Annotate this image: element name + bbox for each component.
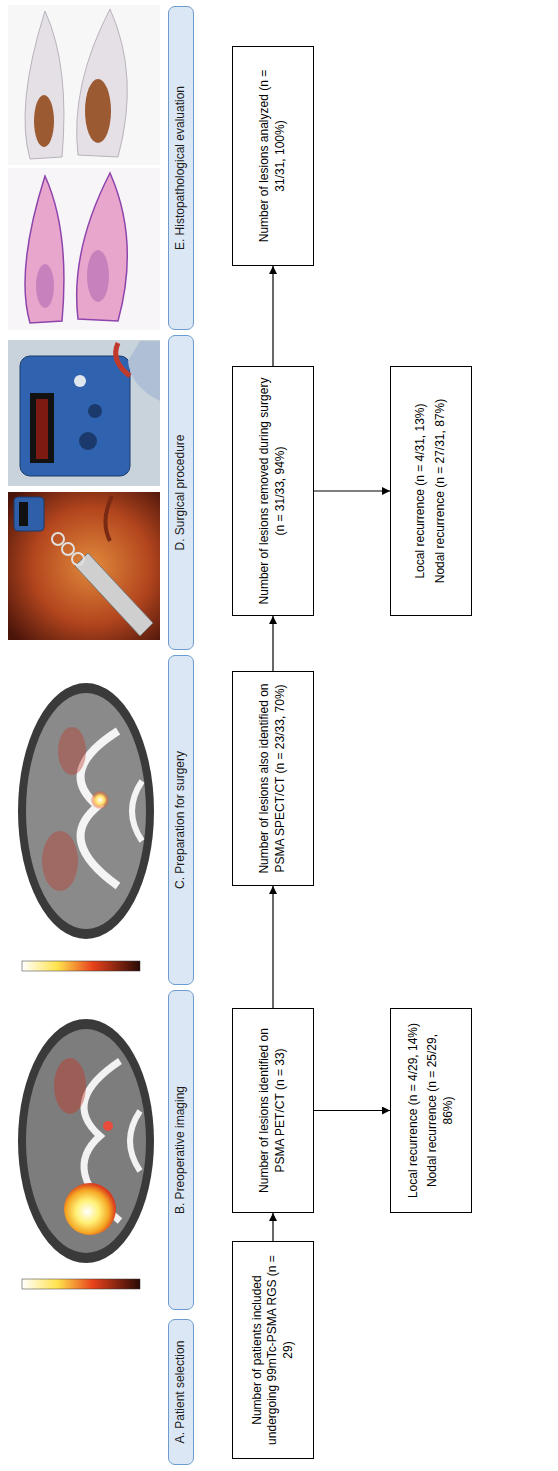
color-scale [22,961,140,971]
box-text: Number of lesions also identified on PSM… [257,682,288,875]
sacrum-bone [132,781,142,841]
ct-body [18,683,154,939]
step-banner: B. Preoperative imaging [168,990,194,1310]
flow-arrow [272,886,273,1008]
ct-tissue [26,693,146,929]
step-banner: C. Preparation for surgery [168,655,194,985]
step-label: D. Surgical procedure [173,434,189,550]
ct-body [18,1019,154,1263]
step-label: B. Preoperative imaging [173,1086,189,1214]
psma-ihc-histology-image [8,5,160,165]
process-box: Number of lesions identified on PSMA PET… [232,1008,314,1213]
process-box: Number of lesions analyzed (n = 31/31, 1… [232,46,314,266]
flow-arrow [314,490,390,491]
process-box: Local recurrence (n = 4/29, 14%)Nodal re… [390,1008,472,1213]
uptake-region [42,831,78,891]
step-banner: A. Patient selection [168,1319,194,1465]
box-text: Number of lesions identified on PSMA PET… [257,1019,288,1202]
flow-arrow [314,1110,390,1111]
sacrum-bone [130,1111,140,1171]
flow-arrow [272,266,273,366]
uptake-region [54,1058,86,1114]
flow-arrow [272,616,273,671]
lesion-uptake [91,791,109,809]
step-label: E. Histopathological evaluation [173,86,189,250]
box-text: Number of lesions removed during surgery… [257,377,288,605]
pet-ct-image [18,1019,154,1289]
uptake-region [58,727,86,775]
step-label: A. Patient selection [173,1341,189,1444]
box-text: Number of patients included undergoing 9… [250,1252,297,1448]
step-banner: E. Histopathological evaluation [168,6,194,330]
box-text: Nodal recurrence (n = 27/31, 87%) [433,399,449,583]
process-box: Local recurrence (n = 4/31, 13%)Nodal re… [390,366,472,616]
step-banner: D. Surgical procedure [168,335,194,650]
ct-tissue [26,1029,146,1253]
box-text: Local recurrence (n = 4/29, 14%) [406,1023,422,1198]
gamma-probe-device-photo [8,340,160,486]
box-text: Nodal recurrence (n = 25/29, 86%) [425,1019,456,1202]
color-scale [22,1279,140,1289]
lesion-uptake [103,1121,113,1131]
process-box: Number of patients included undergoing 9… [232,1241,314,1459]
process-box: Number of lesions also identified on PSM… [232,671,314,886]
process-box: Number of lesions removed during surgery… [232,366,314,616]
pelvic-bone [81,731,118,886]
step-label: C. Preparation for surgery [173,751,189,889]
bladder-uptake [64,1183,116,1235]
box-text: Local recurrence (n = 4/31, 13%) [413,403,429,578]
he-histology-image [8,168,160,330]
spect-ct-image [18,683,154,971]
flow-arrow [272,1213,273,1241]
box-text: Number of lesions analyzed (n = 31/31, 1… [257,57,288,255]
surgical-field-photo [8,492,160,640]
